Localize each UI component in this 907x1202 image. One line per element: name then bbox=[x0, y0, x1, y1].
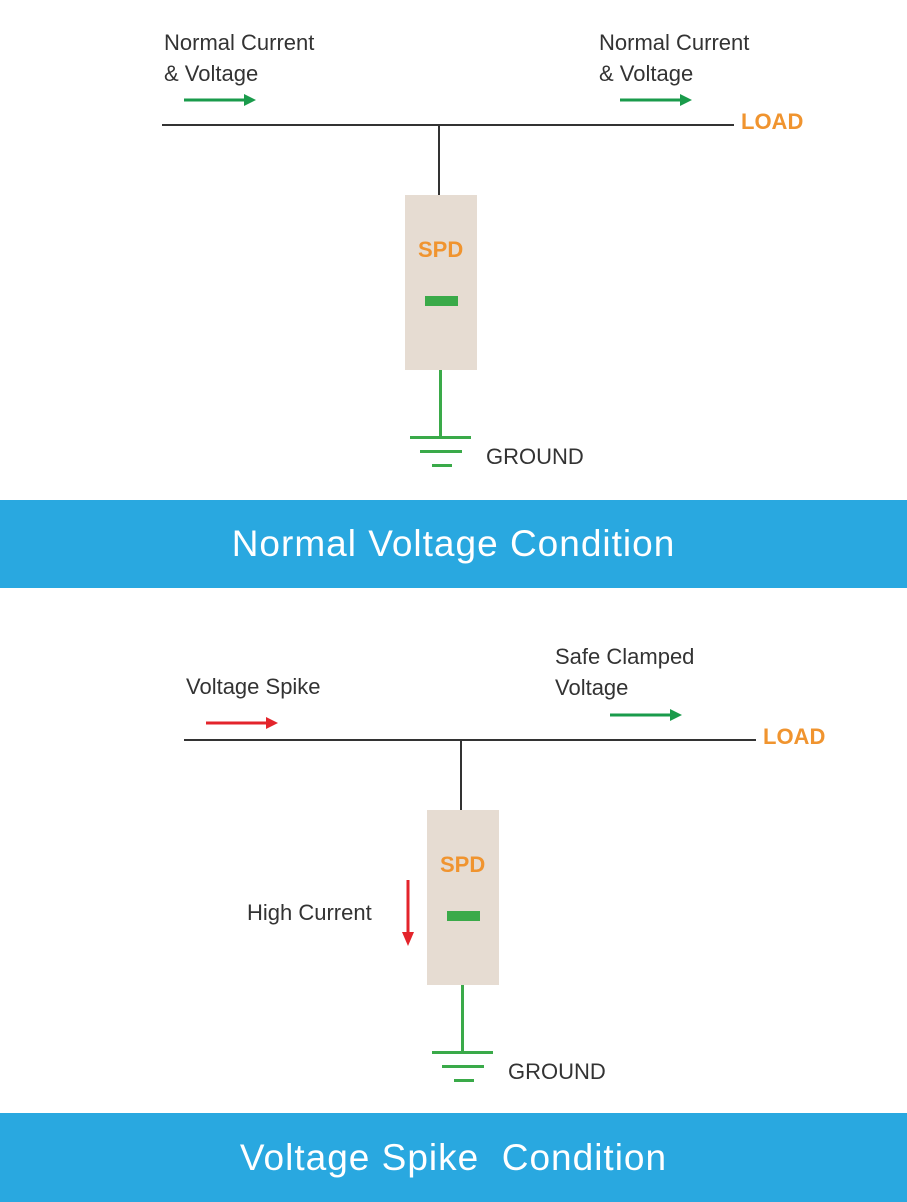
normal-load-label: LOAD bbox=[741, 109, 804, 134]
spike-ground-label: GROUND bbox=[508, 1059, 606, 1084]
normal-ground-bar-3 bbox=[432, 464, 452, 467]
spike-spd-indicator bbox=[447, 911, 480, 921]
spike-condition-banner: Voltage Spike Condition bbox=[0, 1113, 907, 1202]
spike-spd-label: SPD bbox=[440, 852, 486, 877]
normal-condition-banner: Normal Voltage Condition bbox=[0, 500, 907, 588]
spike-ground-bar-3 bbox=[454, 1079, 474, 1082]
normal-spd-indicator bbox=[425, 296, 458, 306]
normal-ground-bar-1 bbox=[410, 436, 471, 439]
normal-output-arrow-icon bbox=[620, 94, 692, 106]
spike-spd-box bbox=[427, 810, 499, 985]
spike-input-arrow-icon bbox=[206, 717, 278, 729]
spike-condition-diagram: Voltage Spike Safe Clamped Voltage LOAD … bbox=[0, 588, 907, 1113]
normal-spd-lead bbox=[438, 125, 440, 195]
normal-ground-label: GROUND bbox=[486, 444, 584, 469]
spike-current-arrow-icon bbox=[402, 880, 414, 946]
spike-main-line bbox=[184, 739, 756, 741]
spike-spd-lead bbox=[460, 740, 462, 810]
spike-output-arrow-icon bbox=[610, 709, 682, 721]
spike-ground-wire bbox=[461, 985, 464, 1051]
spike-ground-bar-2 bbox=[442, 1065, 484, 1068]
normal-spd-box bbox=[405, 195, 477, 370]
normal-main-line bbox=[162, 124, 734, 126]
spike-load-label: LOAD bbox=[763, 724, 826, 749]
normal-ground-bar-2 bbox=[420, 450, 462, 453]
normal-input-arrow-icon bbox=[184, 94, 256, 106]
spike-output-label: Safe Clamped Voltage bbox=[555, 644, 695, 700]
normal-input-label: Normal Current & Voltage bbox=[164, 30, 315, 86]
normal-output-label: Normal Current & Voltage bbox=[599, 30, 750, 86]
spike-input-label: Voltage Spike bbox=[186, 674, 321, 699]
normal-spd-label: SPD bbox=[418, 237, 464, 262]
normal-condition-diagram: Normal Current & Voltage Normal Current … bbox=[0, 0, 907, 500]
normal-ground-wire bbox=[439, 370, 442, 436]
spike-current-label: High Current bbox=[247, 900, 372, 925]
spike-ground-bar-1 bbox=[432, 1051, 493, 1054]
